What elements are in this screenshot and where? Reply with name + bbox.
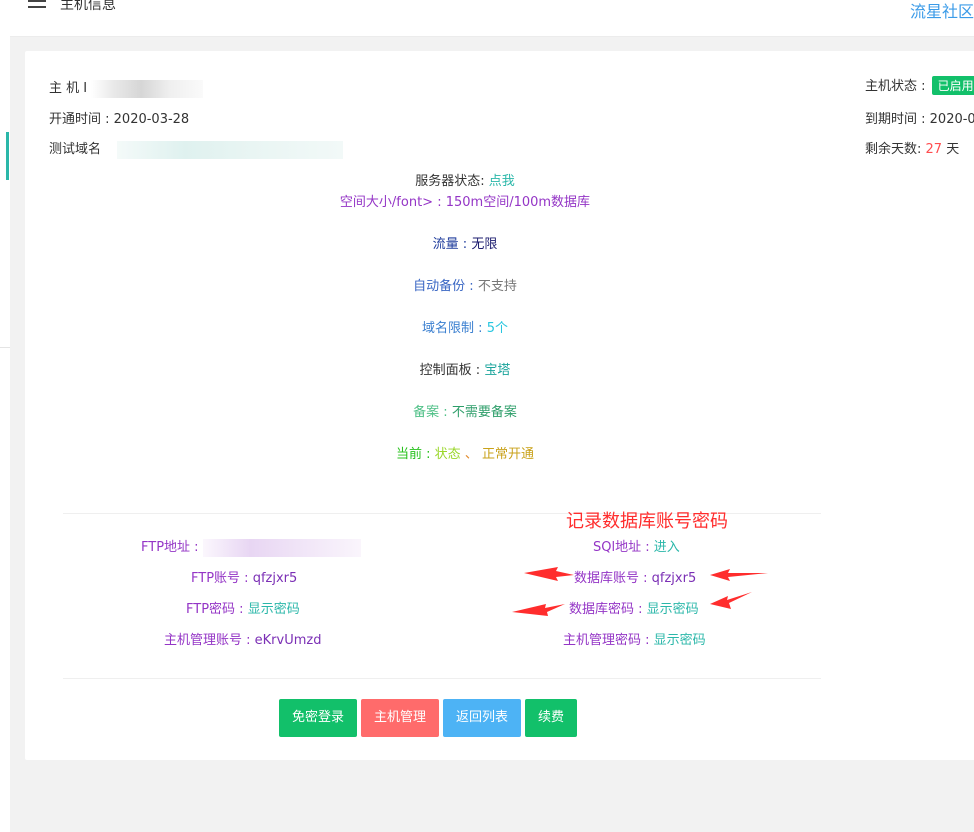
space-label: 空间大小/font> : (339, 195, 446, 210)
traffic-label: 流量 : (432, 237, 472, 252)
expire-date-value: 2020-0 (929, 112, 974, 127)
db-account-value: qfzjxr5 (651, 571, 697, 586)
left-sidebar (0, 0, 10, 832)
db-account-label: 数据库账号 : (574, 571, 652, 586)
hamburger-menu-icon[interactable] (28, 0, 46, 8)
host-admin-account-label: 主机管理账号 : (164, 633, 255, 648)
remaining-days-value: 27 (925, 142, 943, 157)
current-state: 状态 (434, 447, 461, 462)
db-show-password-link[interactable]: 显示密码 (646, 602, 699, 617)
host-admin-account-value: eKrvUmzd (254, 633, 322, 648)
sidebar-active-indicator (6, 132, 9, 180)
passwordless-login-button[interactable]: 免密登录 (279, 699, 358, 737)
remaining-days-label: 剩余天数: (865, 142, 926, 157)
host-admin-account-row: 主机管理账号 : eKrvUmzd (164, 629, 321, 648)
ftp-password-label: FTP密码 : (186, 602, 248, 617)
divider-bottom (63, 678, 821, 679)
ftp-show-password-link[interactable]: 显示密码 (247, 602, 300, 617)
test-domain-row: 测试域名 (49, 138, 344, 159)
traffic-value: 无限 (471, 237, 498, 252)
server-status-label: 服务器状态: (415, 174, 489, 189)
domain-limit-row: 域名限制 : 5个 (240, 317, 690, 336)
ftp-password-row: FTP密码 : 显示密码 (186, 598, 300, 617)
icp-value: 不需要备案 (451, 405, 517, 420)
host-admin-password-row: 主机管理密码 : 显示密码 (563, 629, 706, 648)
host-name-label: 主 机 I (49, 81, 88, 96)
server-status-link[interactable]: 点我 (488, 174, 515, 189)
backup-value: 不支持 (477, 279, 517, 294)
icp-label: 备案 : (413, 405, 452, 420)
sql-address-label: SQl地址 : (593, 540, 654, 555)
divider-top (63, 513, 821, 514)
current-label: 当前 : (396, 447, 435, 462)
action-buttons: 免密登录主机管理返回列表续费 (279, 699, 581, 737)
db-password-label: 数据库密码 : (569, 602, 647, 617)
ftp-address-redacted (202, 538, 361, 557)
brand-link[interactable]: 流星社区 (909, 2, 974, 21)
db-account-row: 数据库账号 : qfzjxr5 (574, 567, 696, 586)
host-admin-password-label: 主机管理密码 : (563, 633, 654, 648)
host-manage-button[interactable]: 主机管理 (361, 699, 440, 737)
sql-address-row: SQl地址 : 进入 (593, 536, 680, 555)
spec-list: 服务器状态: 点我 空间大小/font> : 150m空间/100m数据库 流量… (240, 51, 690, 471)
host-name-row: 主 机 I (49, 77, 204, 98)
domain-limit-value: 5个 (486, 321, 508, 336)
ftp-account-label: FTP账号 : (191, 571, 253, 586)
panel-label: 控制面板 : (419, 363, 485, 378)
host-name-redacted (91, 79, 204, 98)
traffic-row: 流量 : 无限 (240, 233, 690, 252)
page-title: 主机信息 (60, 0, 116, 13)
host-status-label: 主机状态 : (865, 79, 930, 94)
test-domain-label: 测试域名 (49, 142, 102, 157)
test-domain-redacted (117, 140, 344, 159)
current-row: 当前 : 状态 、 正常开通 (240, 443, 690, 462)
sidebar-divider (0, 347, 10, 348)
host-admin-show-password-link[interactable]: 显示密码 (653, 633, 706, 648)
remaining-days-row: 剩余天数: 27 天 (865, 138, 959, 157)
open-date-value: 2020-03-28 (113, 112, 190, 127)
panel-row: 控制面板 : 宝塔 (240, 359, 690, 378)
expire-date-label: 到期时间 : (865, 112, 930, 127)
ftp-address-label: FTP地址 : (141, 540, 203, 555)
current-sep: 、 (460, 447, 482, 462)
expire-date-row: 到期时间 : 2020-0 (865, 108, 974, 127)
ftp-account-row: FTP账号 : qfzjxr5 (191, 567, 297, 586)
space-value: 150m空间/100m数据库 (445, 195, 591, 210)
status-badge: 已启用 (931, 76, 974, 95)
annotation-note: 记录数据库账号密码 (566, 511, 728, 532)
ftp-account-value: qfzjxr5 (252, 571, 298, 586)
icp-row: 备案 : 不需要备案 (240, 401, 690, 420)
remaining-days-unit: 天 (942, 142, 960, 157)
space-row: 空间大小/font> : 150m空间/100m数据库 (240, 191, 690, 210)
server-status-row: 服务器状态: 点我 (240, 170, 690, 189)
open-date-label: 开通时间 : (49, 112, 114, 127)
open-date-row: 开通时间 : 2020-03-28 (49, 108, 189, 127)
backup-row: 自动备份 : 不支持 (240, 275, 690, 294)
renew-button[interactable]: 续费 (525, 699, 578, 737)
domain-limit-label: 域名限制 : (422, 321, 487, 336)
host-status-row: 主机状态 : 已启用 (865, 75, 974, 95)
host-info-card: 主 机 I 开通时间 : 2020-03-28 测试域名 主机状态 : 已启用 … (25, 51, 974, 760)
current-value: 正常开通 (481, 447, 534, 462)
backup-label: 自动备份 : (413, 279, 478, 294)
ftp-address-row: FTP地址 : (141, 536, 361, 557)
panel-value: 宝塔 (484, 363, 511, 378)
top-header: 主机信息 流星社区 (10, 0, 974, 37)
back-to-list-button[interactable]: 返回列表 (443, 699, 522, 737)
db-password-row: 数据库密码 : 显示密码 (569, 598, 699, 617)
sql-enter-link[interactable]: 进入 (653, 540, 680, 555)
